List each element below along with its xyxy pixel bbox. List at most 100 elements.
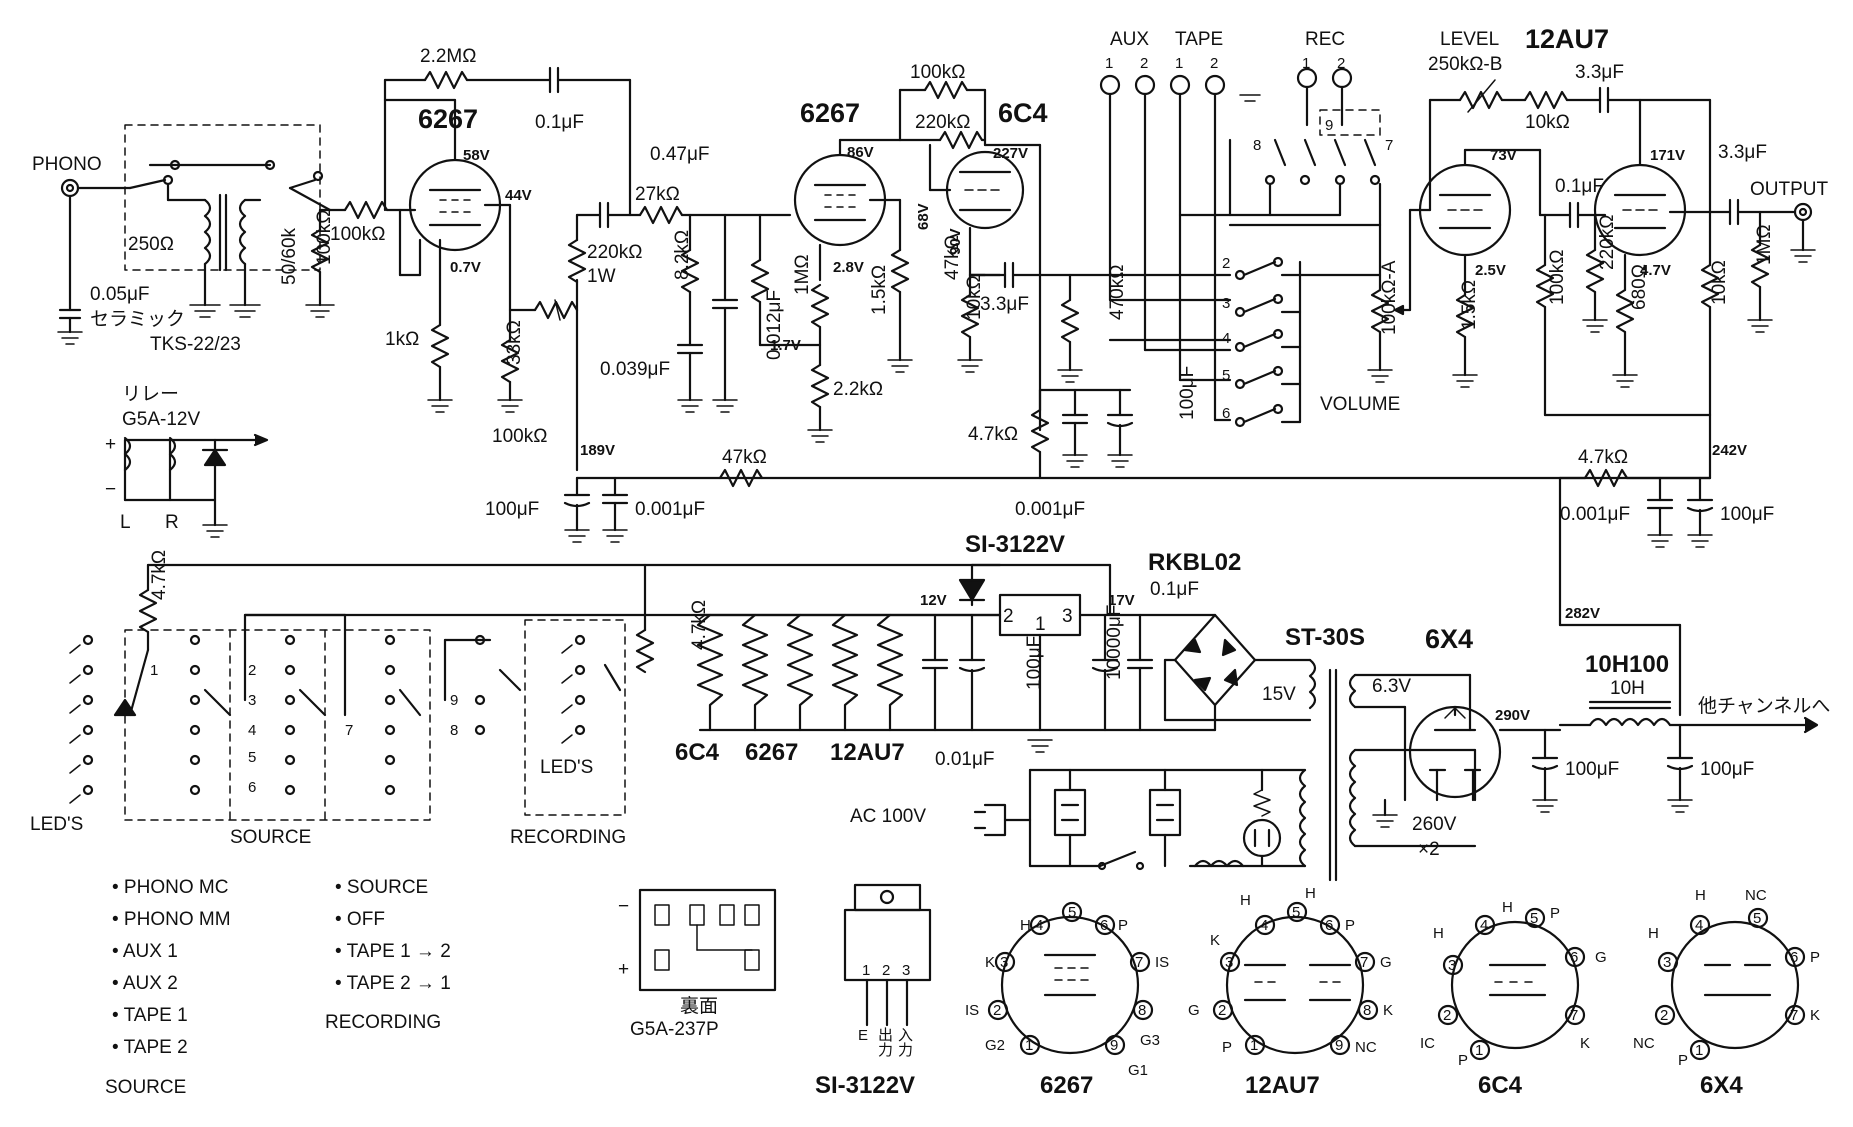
svg-text:3: 3 (1000, 954, 1008, 971)
svg-text:4.7kΩ: 4.7kΩ (968, 424, 1018, 445)
svg-text:P: P (1222, 1039, 1232, 1056)
rec-switch-box (1319, 109, 1381, 136)
svg-text:3: 3 (1448, 957, 1456, 974)
svg-text:K: K (1210, 932, 1220, 949)
svg-text:3: 3 (1663, 954, 1671, 971)
svg-text:47kΩ: 47kΩ (722, 447, 767, 468)
svg-text:250Ω: 250Ω (128, 234, 174, 255)
svg-text:100μF: 100μF (1565, 759, 1619, 780)
resistor-27k (638, 205, 684, 225)
svg-text:• OFF: • OFF (335, 909, 385, 930)
svg-text:4: 4 (1222, 330, 1230, 347)
resistor-47k (890, 248, 910, 294)
svg-text:H: H (1305, 885, 1316, 902)
svg-text:• TAPE 2 → 1: • TAPE 2 → 1 (335, 973, 451, 994)
svg-text:0.001μF: 0.001μF (635, 499, 705, 520)
resistor-4k7-rail (1583, 468, 1629, 488)
svg-text:9: 9 (450, 692, 458, 709)
svg-text:G2: G2 (985, 1037, 1005, 1054)
resistor-2k2 (810, 363, 830, 409)
svg-text:1MΩ: 1MΩ (792, 254, 813, 295)
svg-text:G: G (1188, 1002, 1200, 1019)
tube-v3-label: 6C4 (998, 98, 1048, 128)
level-pot (1458, 90, 1504, 110)
resistor-1M (750, 258, 770, 304)
svg-text:220kΩ: 220kΩ (915, 112, 970, 133)
svg-text:• TAPE 1 → 2: • TAPE 1 → 2 (335, 941, 451, 962)
svg-text:100kΩ-A: 100kΩ-A (1379, 260, 1400, 335)
svg-text:12AU7: 12AU7 (1245, 1072, 1320, 1099)
svg-text:58V: 58V (463, 147, 490, 164)
svg-text:• SOURCE: • SOURCE (335, 877, 428, 898)
resistor-grid-1 (343, 200, 389, 220)
svg-text:2: 2 (993, 1002, 1001, 1019)
svg-text:9: 9 (1110, 1037, 1118, 1054)
legend: • PHONO MC • PHONO MM • AUX 1 • AUX 2 • … (105, 877, 451, 1098)
svg-text:100kΩ: 100kΩ (910, 62, 965, 83)
resistor-470k (1060, 298, 1080, 344)
fuse-2 (1148, 788, 1182, 837)
svg-text:680Ω: 680Ω (1629, 264, 1650, 310)
svg-text:P: P (1458, 1052, 1468, 1069)
svg-text:+: + (618, 959, 629, 980)
svg-text:2: 2 (1003, 606, 1014, 627)
svg-text:290V: 290V (1495, 707, 1530, 724)
b-plus-rail: 189V 47kΩ 100μF 0.001μF 4.7kΩ 242V 0.001… (485, 442, 1774, 717)
svg-text:REC: REC (1305, 29, 1345, 50)
pinout-12au7: H 4 H 5 6 P K 3 7 G G 2 8 K P 1 9 NC 12A… (1188, 885, 1393, 1099)
svg-text:8: 8 (1138, 1002, 1146, 1019)
svg-text:1: 1 (1250, 1037, 1258, 1054)
aux2-jack (1134, 74, 1156, 96)
svg-text:1: 1 (1302, 55, 1310, 72)
svg-text:• PHONO MC: • PHONO MC (112, 877, 228, 898)
svg-text:100kΩ: 100kΩ (314, 210, 335, 265)
svg-text:227V: 227V (993, 145, 1028, 162)
resistor-10k-fb (1523, 90, 1569, 110)
resistor-100k-out (1535, 263, 1555, 309)
resistor-220k-out (1585, 248, 1605, 294)
svg-text:6267: 6267 (1040, 1072, 1093, 1099)
svg-text:4.7V: 4.7V (1640, 262, 1671, 279)
svg-text:2: 2 (1443, 1007, 1451, 1024)
svg-text:R: R (165, 512, 179, 533)
svg-text:×2: ×2 (1418, 839, 1440, 860)
svg-text:IC: IC (1420, 1035, 1435, 1052)
resistor-47k-rail (718, 468, 764, 488)
rectifier: 6X4 290V 100μF 10H100 10H 他チャンネルへ 100μF (1408, 624, 1830, 813)
svg-text:4.7kΩ: 4.7kΩ (149, 550, 170, 600)
relay-back-view (638, 888, 777, 992)
svg-text:−: − (105, 479, 116, 500)
svg-text:G5A-12V: G5A-12V (122, 409, 200, 430)
svg-text:1: 1 (1695, 1042, 1703, 1059)
svg-text:P: P (1118, 917, 1128, 934)
output-label: OUTPUT (1750, 179, 1829, 200)
svg-text:100kΩ: 100kΩ (1547, 250, 1568, 305)
svg-text:6: 6 (248, 779, 256, 796)
resistor-led-2 (635, 628, 655, 674)
svg-text:3.3μF: 3.3μF (1718, 142, 1767, 163)
svg-text:171V: 171V (1650, 147, 1685, 164)
svg-text:1W: 1W (587, 266, 616, 287)
svg-text:5: 5 (248, 749, 256, 766)
svg-text:4: 4 (1035, 917, 1043, 934)
svg-text:5: 5 (1068, 904, 1076, 921)
svg-text:10H: 10H (1610, 678, 1645, 699)
svg-text:2: 2 (1140, 55, 1148, 72)
svg-text:6267: 6267 (745, 739, 798, 766)
svg-text:SI-3122V: SI-3122V (815, 1072, 915, 1099)
input-selector: AUX TAPE REC 1 2 1 2 1 2 9 7 8 2 (1099, 29, 1412, 428)
svg-text:NC: NC (1745, 887, 1767, 904)
svg-text:10kΩ: 10kΩ (1709, 260, 1730, 305)
svg-text:0.039μF: 0.039μF (600, 359, 670, 380)
led-column-rec (561, 634, 622, 744)
source-rotary (189, 613, 522, 796)
ptrans-hv-winding (1348, 748, 1357, 848)
svg-text:8.2kΩ: 8.2kΩ (672, 230, 693, 280)
selector-switch-bank (1234, 256, 1382, 428)
phono-label: PHONO (32, 154, 102, 175)
heater-12au7-b (831, 613, 859, 732)
svg-text:8: 8 (1363, 1002, 1371, 1019)
svg-text:0.1μF: 0.1μF (535, 112, 584, 133)
svg-text:P: P (1345, 917, 1355, 934)
svg-text:H: H (1648, 925, 1659, 942)
